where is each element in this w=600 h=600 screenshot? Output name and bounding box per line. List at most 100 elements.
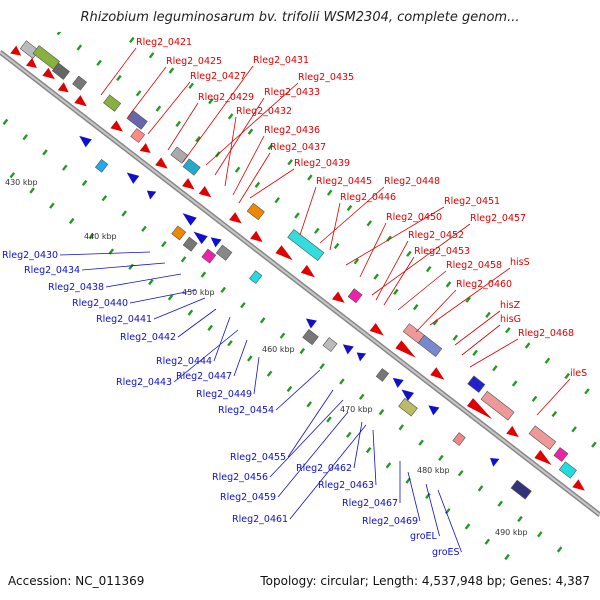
topology-label: Topology: circular; Length: 4,537,948 bp… <box>260 574 590 588</box>
forward-label-leader <box>249 168 295 199</box>
reverse-label-leader <box>253 356 260 395</box>
tick-mark <box>68 217 75 225</box>
tick-mark <box>195 135 201 143</box>
forward-label-leader <box>397 270 447 311</box>
forward-label-leader <box>461 324 501 356</box>
forward-label-leader <box>536 378 571 416</box>
forward-gene-label: Rleg2_0452 <box>408 230 464 241</box>
forward-gene <box>198 185 212 198</box>
forward-gene-label: hisZ <box>500 300 521 311</box>
forward-label-leader <box>415 289 457 333</box>
tick-mark <box>259 317 266 324</box>
tick-mark <box>465 296 471 303</box>
tick-mark <box>240 302 246 309</box>
forward-gene <box>42 67 55 80</box>
forward-gene <box>275 245 293 261</box>
tick-mark <box>425 265 432 273</box>
forward-label-leader <box>319 186 385 244</box>
forward-gene-label: Rleg2_0432 <box>236 106 292 117</box>
gene-block <box>103 94 122 112</box>
tick-mark <box>306 401 312 408</box>
tick-mark <box>358 393 365 400</box>
gene-block <box>528 425 557 451</box>
tick-mark <box>571 426 577 433</box>
forward-gene <box>466 398 493 420</box>
reverse-gene-label: Rleg2_0469 <box>362 516 418 527</box>
tick-mark <box>148 278 154 286</box>
gene-block <box>302 329 319 346</box>
tick-mark <box>564 372 570 380</box>
reverse-gene-label: Rleg2_0461 <box>232 514 288 525</box>
reverse-gene-label: Rleg2_0462 <box>296 463 352 474</box>
gene-block <box>171 225 187 241</box>
forward-label-leader <box>359 222 387 278</box>
forward-gene-label: Rleg2_0445 <box>316 176 372 187</box>
forward-gene <box>74 95 87 107</box>
forward-gene <box>57 82 69 93</box>
forward-label-leader <box>182 65 254 163</box>
tick-mark <box>492 365 498 372</box>
tick-mark <box>378 408 385 416</box>
tick-mark <box>128 263 134 270</box>
gene-block <box>170 146 189 164</box>
kbp-label: 490 kbp <box>495 528 528 537</box>
gene-block <box>249 270 263 284</box>
reverse-gene-label: Rleg2_0443 <box>116 377 172 388</box>
forward-label-leader <box>383 256 415 306</box>
forward-label-leader <box>454 310 501 346</box>
gene-block <box>480 390 515 421</box>
gene-block <box>553 447 569 462</box>
tick-mark <box>445 281 452 288</box>
tick-mark <box>287 159 293 166</box>
tick-mark <box>505 327 511 334</box>
gene-block <box>375 368 390 382</box>
forward-label-leader <box>232 135 265 196</box>
tick-mark <box>116 74 122 82</box>
reverse-gene-label: Rleg2_0456 <box>212 472 268 483</box>
tick-mark <box>266 370 273 377</box>
reverse-label-leader <box>437 489 462 553</box>
forward-gene <box>139 142 151 154</box>
forward-gene <box>395 340 416 358</box>
reverse-gene <box>305 318 317 329</box>
tick-mark <box>346 204 353 212</box>
reverse-gene-label: Rleg2_0441 <box>96 314 152 325</box>
gene-block <box>32 45 61 70</box>
tick-mark <box>485 311 491 319</box>
forward-gene-label: Rleg2_0425 <box>166 56 222 67</box>
tick-mark <box>109 22 115 28</box>
tick-mark <box>220 286 226 294</box>
tick-mark <box>497 500 503 507</box>
reverse-gene-label: Rleg2_0455 <box>230 452 286 463</box>
forward-gene-label: Rleg2_0431 <box>253 55 309 66</box>
reverse-gene-label: Rleg2_0444 <box>156 356 212 367</box>
forward-label-leader <box>299 186 317 236</box>
forward-gene <box>110 120 123 132</box>
backbone-highlight <box>0 51 600 516</box>
tick-mark <box>385 462 392 469</box>
forward-label-leader <box>371 223 471 296</box>
tick-mark <box>227 113 234 120</box>
forward-gene <box>155 157 168 169</box>
gene-block <box>558 461 577 479</box>
tick-mark <box>227 340 233 347</box>
gene-block <box>452 432 466 446</box>
tick-mark <box>9 172 16 179</box>
tick-mark <box>556 546 563 553</box>
tick-mark <box>175 120 181 128</box>
tick-mark <box>333 242 340 250</box>
reverse-gene-label: Rleg2_0449 <box>196 389 252 400</box>
tick-mark <box>326 416 332 423</box>
reverse-gene <box>193 231 208 245</box>
reverse-gene-label: Rleg2_0438 <box>48 282 104 293</box>
tick-mark <box>279 332 286 339</box>
gene-block <box>322 337 338 353</box>
tick-mark <box>504 553 510 561</box>
kbp-label: 450 kbp <box>182 288 215 297</box>
tick-mark <box>286 385 293 393</box>
forward-label-leader <box>429 267 511 326</box>
forward-label-leader <box>167 102 199 151</box>
forward-gene <box>25 57 37 68</box>
gene-block <box>201 248 217 264</box>
